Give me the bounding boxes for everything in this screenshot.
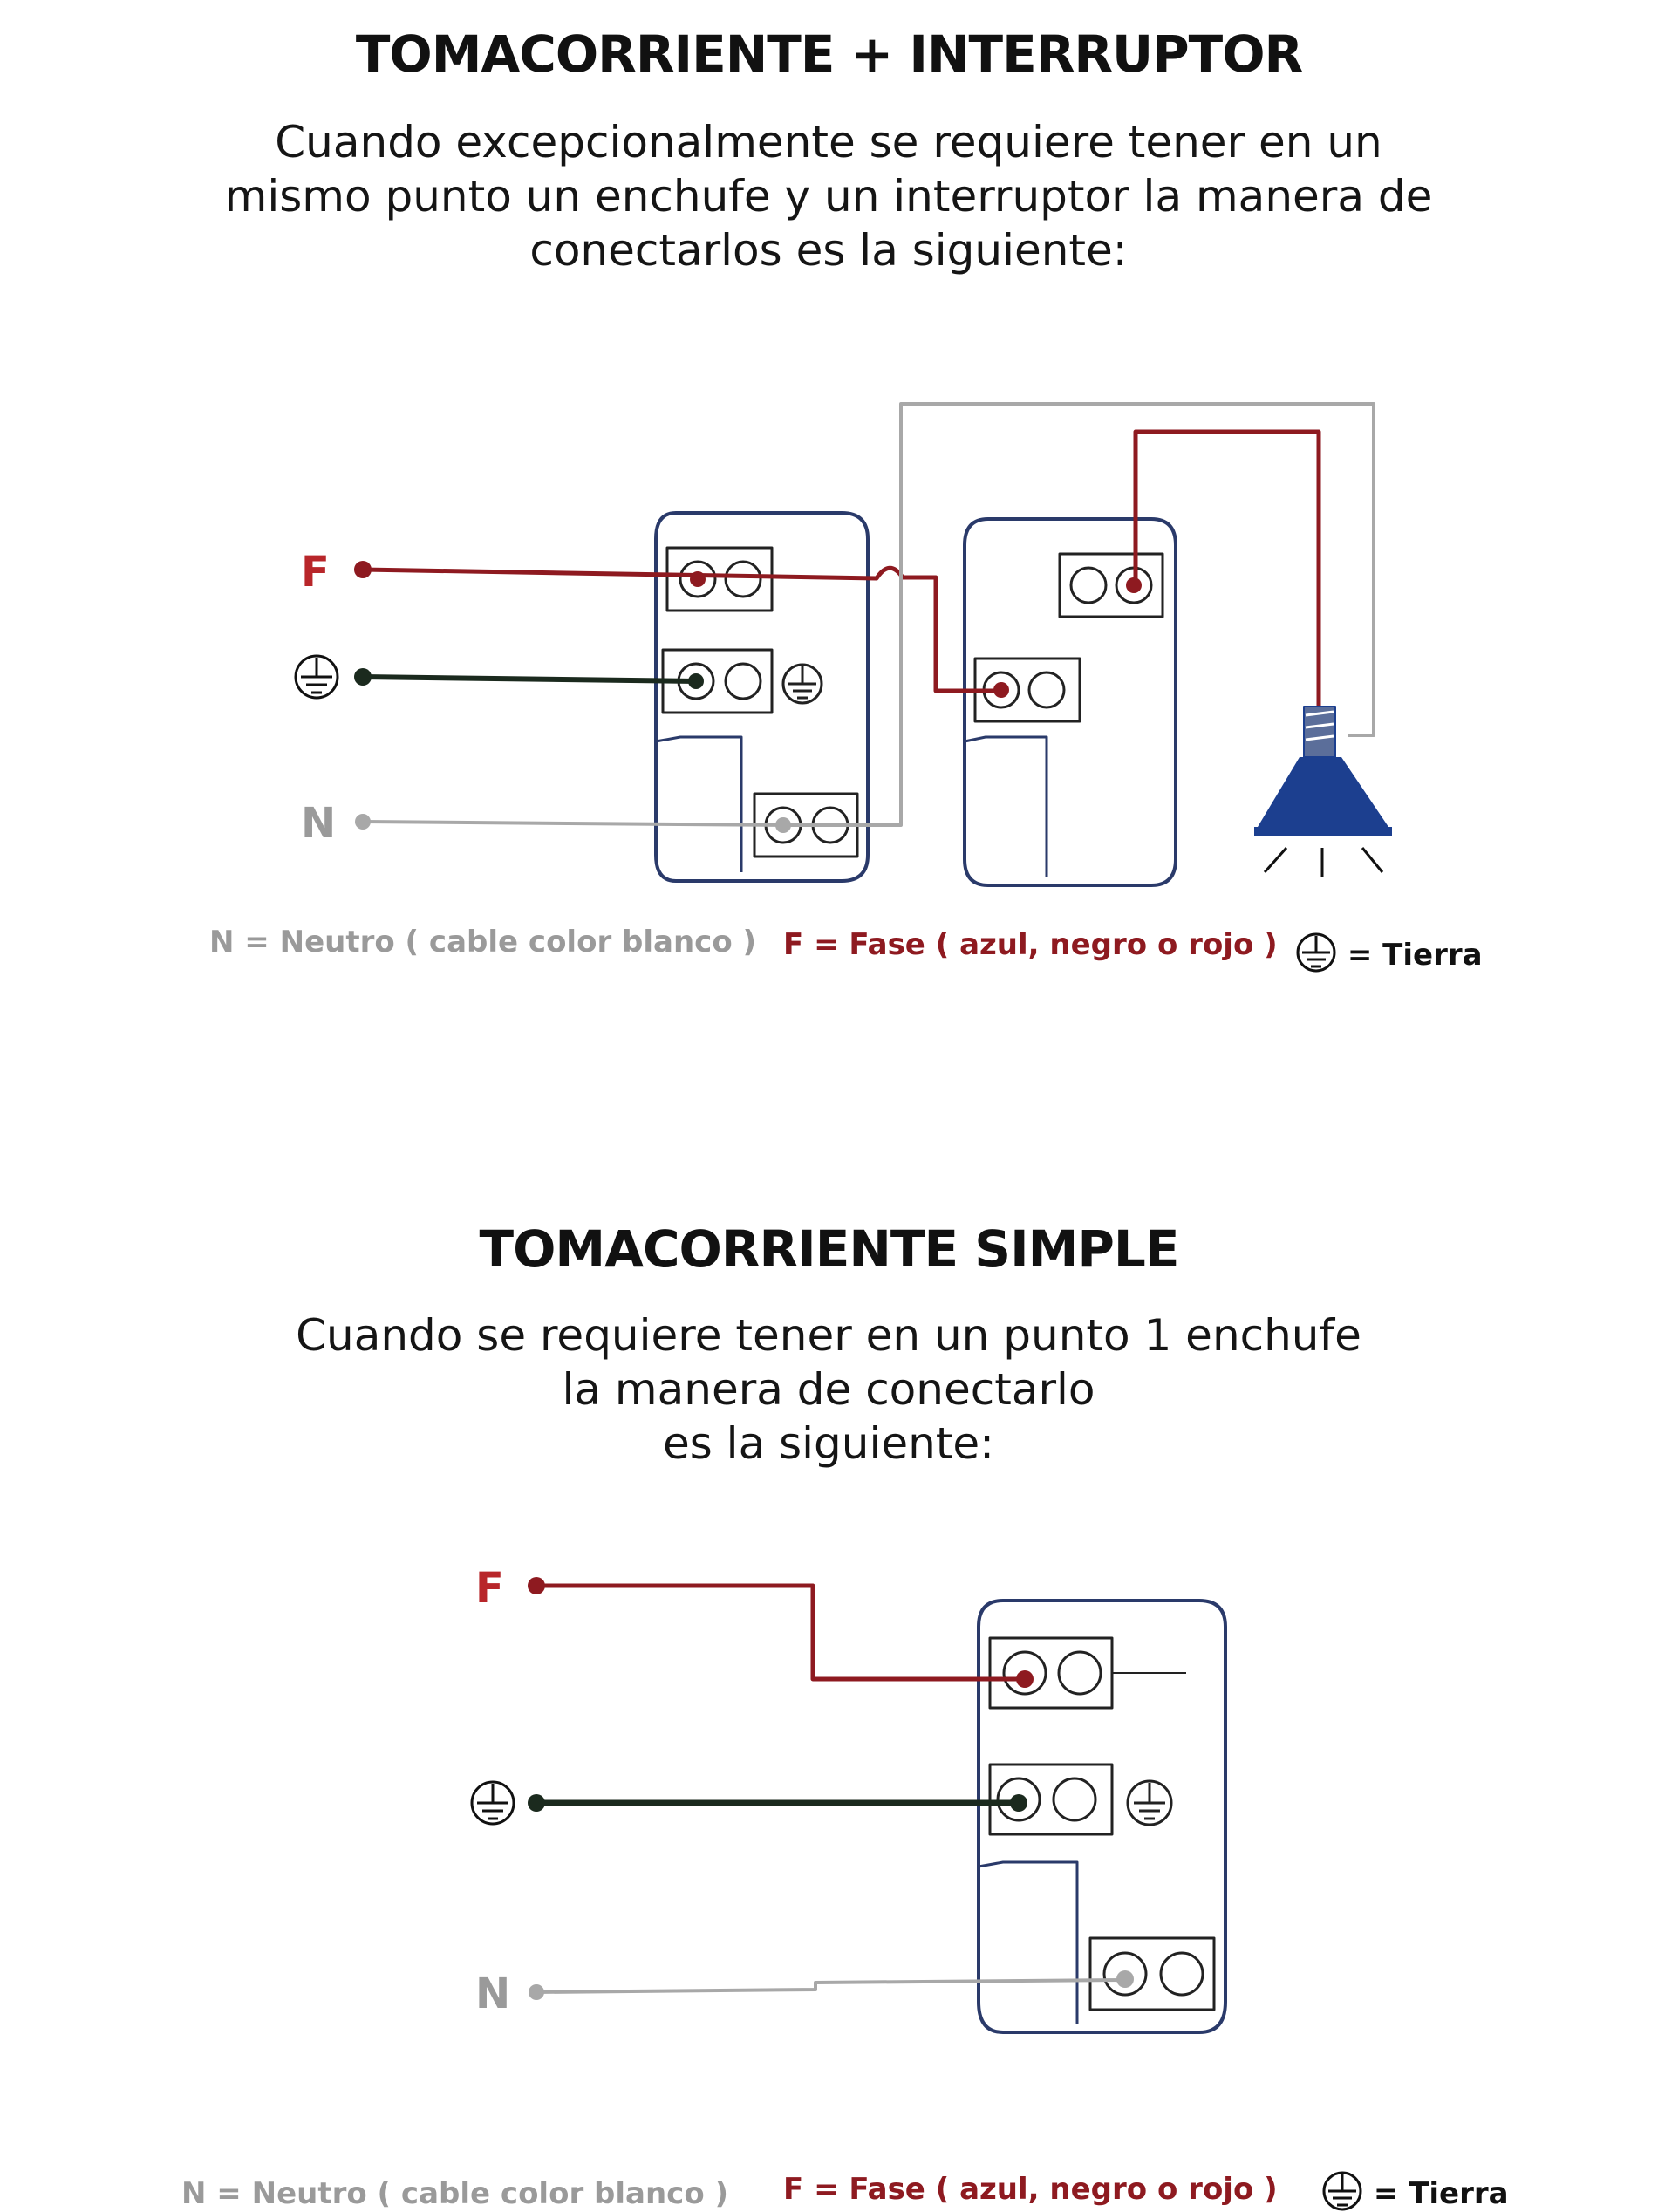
section2-description: Cuando se requiere tener en un punto 1 e… <box>262 1308 1395 1471</box>
socket-phase-terminal <box>665 546 774 612</box>
legend-phase: F = Fase ( azul, negro o rojo ) <box>783 2172 1278 2207</box>
ground-input-icon <box>294 654 339 700</box>
phase-label: F <box>475 1564 504 1613</box>
section1-title: TOMACORRIENTE + INTERRUPTOR <box>355 24 1303 84</box>
legend-neutral: N = Neutro ( cable color blanco ) <box>209 925 757 959</box>
legend-ground: = Tierra <box>1347 938 1483 973</box>
diagram-simple-socket: F N <box>470 1564 1227 2034</box>
phase-label: F <box>301 548 330 597</box>
diagram-socket-switch: F N <box>294 402 1392 887</box>
phase-wire <box>362 565 1001 693</box>
lamp-phase-wire <box>1133 429 1321 715</box>
ground-icon <box>1296 932 1336 973</box>
legend-row-2: N = Neutro ( cable color blanco ) <box>181 2176 728 2211</box>
ground-wire <box>362 674 697 684</box>
legend-row-1-ground: = Tierra <box>1295 932 1483 973</box>
socket-body <box>654 511 870 883</box>
legend-phase: F = Fase ( azul, negro o rojo ) <box>783 927 1278 962</box>
legend-row-2-ground: = Tierra <box>1321 2170 1509 2212</box>
switch-inner-panel <box>964 735 1048 877</box>
section2-description-line: Cuando se requiere tener en un punto 1 e… <box>296 1310 1361 1361</box>
section1-description-line: mismo punto un enchufe y un interruptor … <box>224 171 1433 222</box>
neutral-label: N <box>301 799 336 848</box>
section1-description-line: Cuando excepcionalmente se requiere tene… <box>275 117 1382 167</box>
section2-description-line: es la siguiente: <box>662 1418 995 1469</box>
phase-wire <box>536 1583 1025 1682</box>
socket-phase-terminal <box>988 1636 1114 1710</box>
legend-row-1: N = Neutro ( cable color blanco ) <box>209 925 756 959</box>
ground-icon <box>1322 2171 1362 2211</box>
section2-title: TOMACORRIENTE SIMPLE <box>479 1219 1180 1279</box>
neutral-label: N <box>475 1970 510 2018</box>
lamp-icon <box>1254 706 1392 877</box>
ground-input-icon <box>470 1780 515 1826</box>
socket-neutral-terminal <box>1088 1936 1216 2011</box>
socket-inner-panel <box>978 1860 1079 2024</box>
legend-ground: = Tierra <box>1373 2176 1509 2211</box>
socket-ground-terminal <box>988 1763 1114 1836</box>
ground-icon <box>1126 1779 1173 1826</box>
switch-body <box>963 517 1177 887</box>
section1-description: Cuando excepcionalmente se requiere tene… <box>218 115 1439 277</box>
legend-row-1-phase: F = Fase ( azul, negro o rojo ) <box>783 927 1278 962</box>
legend-neutral: N = Neutro ( cable color blanco ) <box>181 2176 729 2211</box>
neutral-wire <box>536 1978 1126 1994</box>
socket-inner-panel <box>655 735 743 872</box>
switch-top-terminal <box>1058 552 1164 618</box>
section2-description-line: la manera de conectarlo <box>562 1364 1095 1415</box>
legend-row-2-phase: F = Fase ( azul, negro o rojo ) <box>783 2172 1278 2207</box>
section1-description-line: conectarlos es la siguiente: <box>529 225 1128 276</box>
socket-body <box>977 1599 1227 2034</box>
ground-icon <box>781 663 823 705</box>
